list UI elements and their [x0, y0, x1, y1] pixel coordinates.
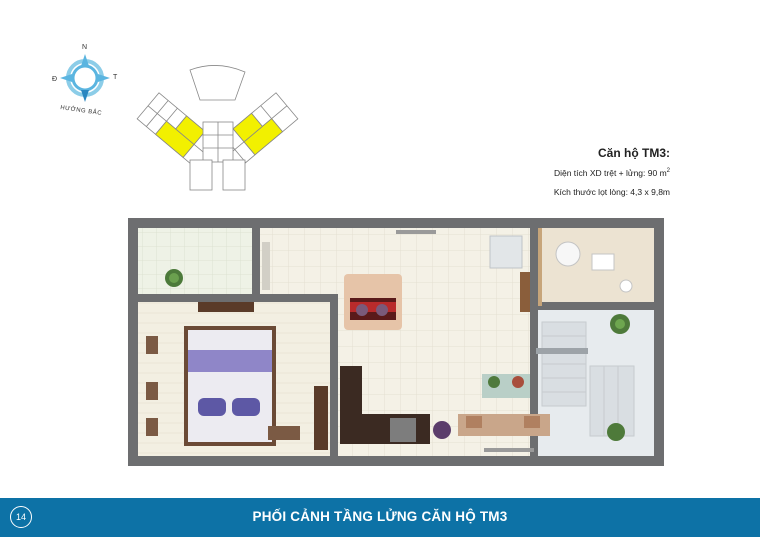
floor-plan-image	[128, 218, 664, 466]
unit-dimensions: Kích thước lọt lòng: 4,3 x 9,8m	[553, 187, 670, 197]
unit-info: Căn hộ TM3: Diện tích XD trệt + lửng: 90…	[480, 146, 670, 206]
unit-title: Căn hộ TM3:	[598, 146, 670, 160]
compass: N Đ T HƯỚNG BẮC	[40, 40, 140, 120]
page-number: 14	[10, 506, 32, 528]
footer-bar: 14 PHỐI CẢNH TẦNG LỬNG CĂN HỘ TM3	[0, 498, 760, 537]
compass-icon	[60, 54, 110, 102]
building-key-plan	[136, 65, 299, 191]
compass-east-label: T	[113, 74, 118, 81]
compass-west-label: Đ	[52, 76, 58, 83]
compass-north-label: N	[82, 44, 88, 51]
unit-area: Diện tích XD trệt + lửng: 90 m2	[480, 168, 670, 178]
unit-area-sup: 2	[666, 168, 670, 175]
unit-area-text: Diện tích XD trệt + lửng: 90 m	[553, 168, 667, 178]
footer-title: PHỐI CẢNH TẦNG LỬNG CĂN HỘ TM3	[252, 509, 508, 524]
